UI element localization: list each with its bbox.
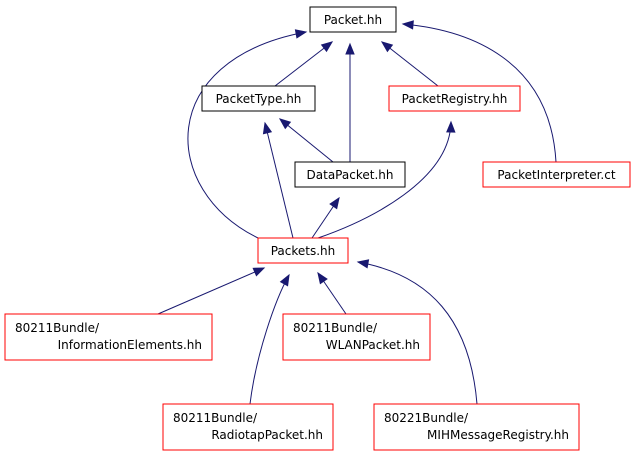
- edge-line: [249, 274, 290, 405]
- node-label-line-1: 80211Bundle/: [173, 411, 258, 425]
- node-radiotappacket_hh[interactable]: 80211Bundle/RadiotapPacket.hh: [162, 403, 334, 451]
- arrowhead: [329, 196, 340, 210]
- node-packetinterpreter_ct[interactable]: PacketInterpreter.ct: [482, 161, 631, 188]
- edge-line: [157, 267, 265, 315]
- arrowhead: [401, 20, 414, 30]
- arrowhead: [356, 259, 370, 269]
- edge-radiotappacket_hh-to-packets_hh: [249, 273, 290, 405]
- node-label-line-1: PacketType.hh: [216, 92, 302, 106]
- arrowhead: [262, 121, 273, 135]
- edge-line: [357, 261, 478, 405]
- arrowhead: [278, 118, 292, 130]
- node-label-line-2: RadiotapPacket.hh: [211, 428, 323, 442]
- node-label-line-2: WLANPacket.hh: [326, 338, 420, 352]
- edge-line: [274, 41, 333, 87]
- arrowhead: [345, 42, 355, 55]
- node-label-line-2: MIHMessageRegistry.hh: [427, 428, 569, 442]
- edge-line: [264, 122, 294, 239]
- node-label-line-1: 80211Bundle/: [15, 321, 100, 335]
- node-box: [162, 403, 334, 451]
- arrowhead: [320, 41, 334, 53]
- node-label-line-1: DataPacket.hh: [307, 168, 394, 182]
- arrowhead: [446, 120, 456, 133]
- arrowhead: [380, 41, 394, 53]
- edge-line: [402, 23, 557, 163]
- arrowhead: [252, 267, 266, 277]
- arrowhead: [294, 29, 308, 39]
- node-wlanpacket_hh[interactable]: 80211Bundle/WLANPacket.hh: [282, 313, 431, 361]
- node-box: [4, 313, 213, 361]
- edge-packettype_hh-to-packet_hh: [274, 41, 334, 87]
- node-label-line-1: 80211Bundle/: [293, 321, 378, 335]
- node-box: [482, 161, 631, 188]
- edge-mihmessageregistry_hh-to-packets_hh: [356, 259, 478, 405]
- arrowhead: [279, 273, 290, 287]
- node-label-line-1: PacketInterpreter.ct: [497, 168, 615, 182]
- node-label-line-1: 80221Bundle/: [384, 411, 469, 425]
- node-label-line-1: PacketRegistry.hh: [402, 92, 508, 106]
- edge-datapacket_hh-to-packettype_hh: [278, 118, 334, 163]
- edge-packetregistry_hh-to-packet_hh: [380, 41, 439, 87]
- edges-layer: [157, 20, 557, 405]
- node-box: [201, 85, 316, 112]
- edge-line: [187, 31, 307, 239]
- node-box: [309, 6, 397, 33]
- node-label-line-1: Packets.hh: [271, 244, 336, 258]
- node-box: [373, 403, 580, 451]
- node-label-line-1: Packet.hh: [324, 13, 382, 27]
- node-box: [294, 161, 406, 188]
- node-informationelements_hh[interactable]: 80211Bundle/InformationElements.hh: [4, 313, 213, 361]
- edge-datapacket_hh-to-packet_hh: [345, 42, 355, 162]
- node-box: [388, 85, 521, 112]
- node-packettype_hh[interactable]: PacketType.hh: [201, 85, 316, 112]
- edge-packets_hh-to-datapacket_hh: [311, 196, 340, 239]
- node-box: [282, 313, 431, 361]
- edge-wlanpacket_hh-to-packets_hh: [317, 271, 347, 315]
- node-box: [257, 237, 349, 264]
- edge-informationelements_hh-to-packets_hh: [157, 267, 266, 315]
- edge-line: [317, 121, 452, 239]
- edge-packetinterpreter_ct-to-packet_hh: [401, 20, 557, 163]
- edge-line: [279, 118, 334, 163]
- node-datapacket_hh[interactable]: DataPacket.hh: [294, 161, 406, 188]
- edge-packets_hh-to-packet_hh: [187, 29, 308, 239]
- edge-packets_hh-to-packettype_hh: [262, 121, 294, 239]
- node-packets_hh[interactable]: Packets.hh: [257, 237, 349, 264]
- node-packet_hh[interactable]: Packet.hh: [309, 6, 397, 33]
- node-packetregistry_hh[interactable]: PacketRegistry.hh: [388, 85, 521, 112]
- node-label-line-2: InformationElements.hh: [58, 338, 202, 352]
- arrowhead: [317, 271, 328, 285]
- edge-line: [381, 41, 439, 87]
- node-mihmessageregistry_hh[interactable]: 80221Bundle/MIHMessageRegistry.hh: [373, 403, 580, 451]
- edge-packets_hh-to-packetregistry_hh: [317, 120, 456, 239]
